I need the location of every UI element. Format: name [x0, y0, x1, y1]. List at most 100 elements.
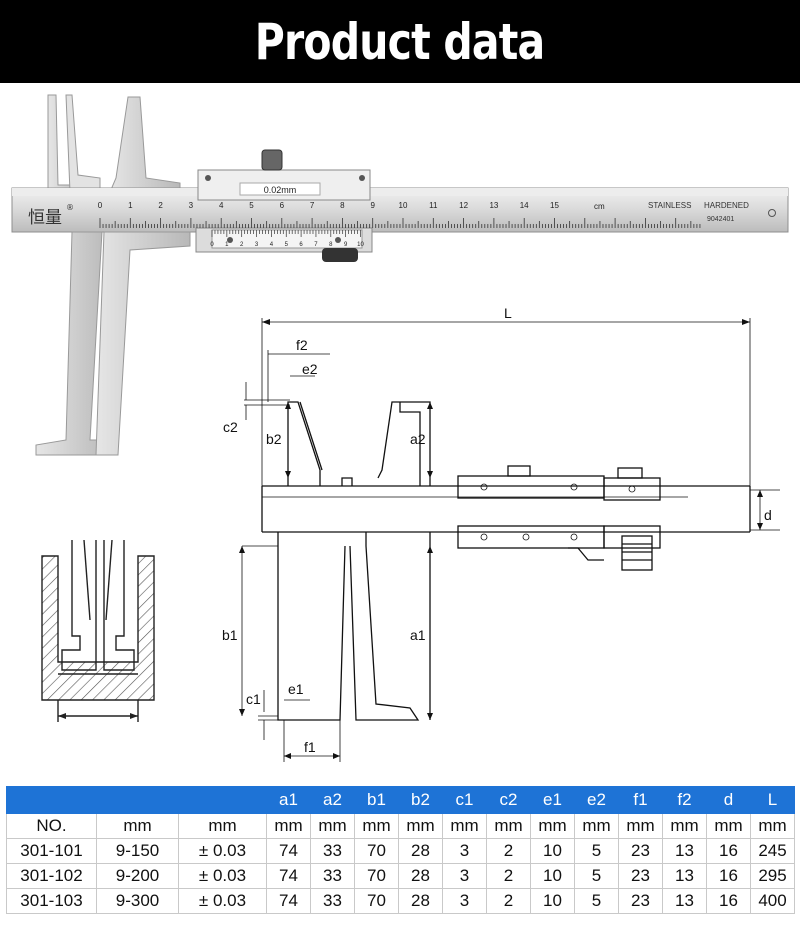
- main-scale-number: 5: [249, 201, 254, 210]
- header-cell: [96, 786, 179, 814]
- vernier-scale-number: 9: [344, 242, 348, 248]
- main-scale-number: 8: [340, 201, 345, 210]
- main-scale-number: 13: [489, 201, 498, 210]
- table-cell: 245: [750, 838, 795, 864]
- main-scale-number: 4: [219, 201, 224, 210]
- lock-screw: [261, 149, 283, 171]
- hardened-stamp: HARDENED: [704, 201, 749, 210]
- main-scale-number: 14: [520, 201, 529, 210]
- table-header-row: a1 a2 b1 b2 c1 c2 e1 e2 f1 f2 d L: [6, 786, 795, 814]
- table-cell: 74: [266, 838, 311, 864]
- main-scale-number: 0: [98, 201, 103, 210]
- table-cell: 28: [398, 838, 443, 864]
- table-cell: 10: [530, 888, 575, 914]
- table-cell: mm: [662, 813, 707, 839]
- table-cell: 9-200: [96, 863, 179, 889]
- dim-label-f1: f1: [304, 739, 316, 755]
- table-cell: 3: [442, 838, 487, 864]
- main-scale-number: 11: [429, 201, 438, 210]
- table-cell: 5: [574, 888, 619, 914]
- table-cell: mm: [266, 813, 311, 839]
- main-scale-number: 1: [128, 201, 133, 210]
- table-cell: 9-150: [96, 838, 179, 864]
- dim-label-L: L: [504, 305, 512, 321]
- table-cell: 301-102: [6, 863, 97, 889]
- table-cell: 10: [530, 863, 575, 889]
- dim-label-d: d: [764, 507, 772, 523]
- vernier-scale-number: 3: [255, 242, 259, 248]
- hang-hole: [768, 209, 776, 217]
- main-scale-number: 15: [550, 201, 559, 210]
- table-cell: mm: [178, 813, 267, 839]
- page-title: Product data: [255, 12, 545, 71]
- table-cell: 23: [618, 838, 663, 864]
- table-cell: 5: [574, 863, 619, 889]
- dim-label-f2: f2: [296, 337, 308, 353]
- header-cell: c1: [442, 786, 487, 814]
- table-cell: 400: [750, 888, 795, 914]
- title-banner: Product data: [0, 0, 800, 83]
- table-cell: 13: [662, 888, 707, 914]
- stainless-stamp: STAINLESS: [648, 201, 691, 210]
- main-scale-number: 3: [189, 201, 194, 210]
- header-cell: b1: [354, 786, 399, 814]
- table-cell: 16: [706, 888, 751, 914]
- table-cell: 10: [530, 838, 575, 864]
- main-scale-number: 10: [399, 201, 408, 210]
- table-cell: 3: [442, 888, 487, 914]
- header-cell: e1: [530, 786, 575, 814]
- table-cell: 70: [354, 863, 399, 889]
- table-cell: 3: [442, 863, 487, 889]
- table-cell: 23: [618, 888, 663, 914]
- vernier-scale-number: 6: [299, 242, 303, 248]
- table-cell: 5: [574, 838, 619, 864]
- dim-label-c1: c1: [246, 691, 261, 707]
- table-cell: 23: [618, 863, 663, 889]
- main-scale-number: 2: [158, 201, 163, 210]
- table-cell: mm: [486, 813, 531, 839]
- table-cell: 28: [398, 863, 443, 889]
- lower-jaw-right: [95, 231, 191, 456]
- table-cell: 2: [486, 888, 531, 914]
- main-scale: [99, 218, 701, 228]
- table-cell: 33: [310, 838, 355, 864]
- header-cell: a1: [266, 786, 311, 814]
- header-cell: f1: [618, 786, 663, 814]
- table-cell: 33: [310, 863, 355, 889]
- table-cell: mm: [750, 813, 795, 839]
- dim-label-a1: a1: [410, 627, 426, 643]
- header-cell: f2: [662, 786, 707, 814]
- main-scale-number: 9: [370, 201, 375, 210]
- vernier-scale-number: 4: [270, 242, 274, 248]
- vernier-resolution-label: 0.02mm: [264, 185, 297, 195]
- table-cell: 301-101: [6, 838, 97, 864]
- table-cell: 13: [662, 838, 707, 864]
- table-cell: 28: [398, 888, 443, 914]
- table-cell: 70: [354, 838, 399, 864]
- table-cell: mm: [354, 813, 399, 839]
- table-cell: mm: [96, 813, 179, 839]
- dim-label-a2: a2: [410, 431, 426, 447]
- main-scale-number: 12: [459, 201, 468, 210]
- table-cell: ± 0.03: [178, 863, 267, 889]
- table-cell: 2: [486, 863, 531, 889]
- table-cell: mm: [442, 813, 487, 839]
- dim-label-c2: c2: [223, 419, 238, 435]
- table-cell: mm: [618, 813, 663, 839]
- table-cell: ± 0.03: [178, 888, 267, 914]
- vernier-scale-number: 2: [240, 242, 244, 248]
- vernier-scale-number: 0: [210, 242, 214, 248]
- registered-mark: ®: [66, 203, 74, 212]
- table-cell: 2: [486, 838, 531, 864]
- header-cell: b2: [398, 786, 443, 814]
- main-scale-number: 7: [310, 201, 315, 210]
- header-cell: [6, 786, 97, 814]
- dim-label-b1: b1: [222, 627, 238, 643]
